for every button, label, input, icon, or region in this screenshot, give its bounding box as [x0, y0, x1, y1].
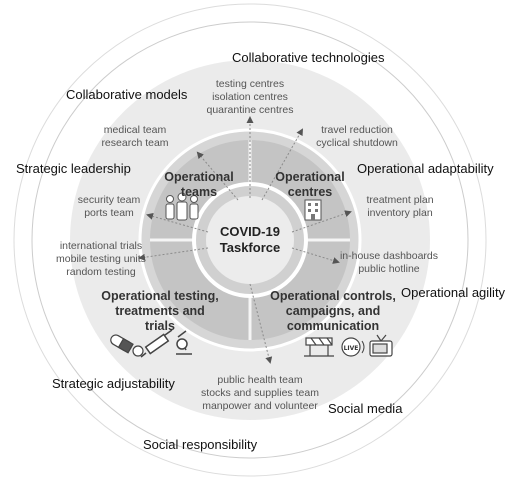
- activity-security: security team ports team: [66, 194, 152, 220]
- label-strategic-leadership: Strategic leadership: [16, 161, 131, 176]
- television-icon: [369, 334, 393, 357]
- activity-line: security team: [77, 194, 141, 206]
- team-label-line: centres: [287, 185, 333, 199]
- activity-travel: travel reduction cyclical shutdown: [302, 124, 412, 150]
- activity-dashboards: in-house dashboards public hotline: [336, 250, 442, 276]
- label-social-media: Social media: [328, 401, 403, 416]
- team-label-line: trials: [145, 319, 175, 333]
- live-broadcast-icon: LIVE: [341, 337, 365, 357]
- activity-line: public hotline: [358, 263, 420, 275]
- team-label-line: Operational: [275, 170, 345, 184]
- team-label-line: campaigns, and: [285, 304, 381, 318]
- team-label-line: Operational testing,: [101, 289, 219, 303]
- label-social-responsibility: Social responsibility: [143, 437, 258, 452]
- outer-ring-border: [31, 21, 469, 459]
- center-title-line-2: Taskforce: [219, 240, 281, 255]
- activity-line: medical team: [103, 124, 167, 136]
- activity-line: mobile testing units: [56, 253, 146, 265]
- activity-line: stocks and supplies team: [201, 387, 319, 399]
- team-label-line: teams: [180, 185, 218, 199]
- syringe-icon: [140, 329, 173, 358]
- activity-line: ports team: [84, 207, 134, 219]
- activity-treatment: treatment plan inventory plan: [352, 194, 448, 220]
- label-strategic-adjustability: Strategic adjustability: [52, 376, 175, 391]
- team-operational-controls: Operational controls, campaigns, and com…: [262, 289, 404, 334]
- center-title-line-1: COVID-19: [220, 224, 280, 239]
- label-operational-adaptability: Operational adaptability: [357, 161, 494, 176]
- team-label-line: communication: [286, 319, 380, 333]
- activity-line: testing centres: [215, 78, 285, 90]
- activity-health: public health team stocks and supplies t…: [184, 374, 336, 413]
- team-operational-teams: Operational teams: [156, 170, 242, 200]
- team-label-line: Operational controls,: [270, 289, 396, 303]
- label-operational-agility: Operational agility: [401, 285, 506, 300]
- activity-medical: medical team research team: [92, 124, 178, 150]
- activity-line: travel reduction: [321, 124, 393, 136]
- center-title: COVID-19 Taskforce: [213, 224, 287, 256]
- activity-line: international trials: [59, 240, 143, 252]
- building-icon: [304, 199, 322, 221]
- team-operational-centres: Operational centres: [270, 170, 350, 200]
- outermost-ring: [13, 3, 487, 477]
- activity-line: public health team: [217, 374, 303, 386]
- activity-trials: international trials mobile testing unit…: [34, 240, 168, 279]
- svg-text:LIVE: LIVE: [344, 345, 359, 352]
- team-label-line: Operational: [164, 170, 234, 184]
- activity-line: random testing: [66, 266, 136, 278]
- activity-line: isolation centres: [212, 91, 288, 103]
- activity-line: in-house dashboards: [339, 250, 439, 262]
- connector-health: [249, 283, 273, 364]
- activity-line: research team: [101, 137, 169, 149]
- center-circle: [206, 196, 294, 284]
- label-collaborative-models: Collaborative models: [66, 87, 188, 102]
- microscope-icon: [176, 330, 192, 355]
- people-icon: [165, 192, 199, 221]
- pills-icon: [110, 334, 144, 357]
- connector-travel: [261, 128, 303, 201]
- activity-centres: testing centres isolation centres quaran…: [190, 78, 310, 117]
- barrier-icon: [304, 337, 334, 357]
- activity-line: treatment plan: [366, 194, 434, 206]
- connector-trials: [138, 247, 209, 261]
- label-collaborative-technologies: Collaborative technologies: [232, 50, 385, 65]
- activity-line: quarantine centres: [206, 104, 294, 116]
- activity-line: cyclical shutdown: [316, 137, 398, 149]
- activity-line: inventory plan: [367, 207, 433, 219]
- connector-dashboards: [291, 247, 340, 264]
- activity-line: manpower and volunteer: [202, 400, 318, 412]
- team-label-line: treatments and: [115, 304, 205, 318]
- team-operational-testing: Operational testing, treatments and tria…: [96, 289, 224, 334]
- connectors: [138, 116, 352, 364]
